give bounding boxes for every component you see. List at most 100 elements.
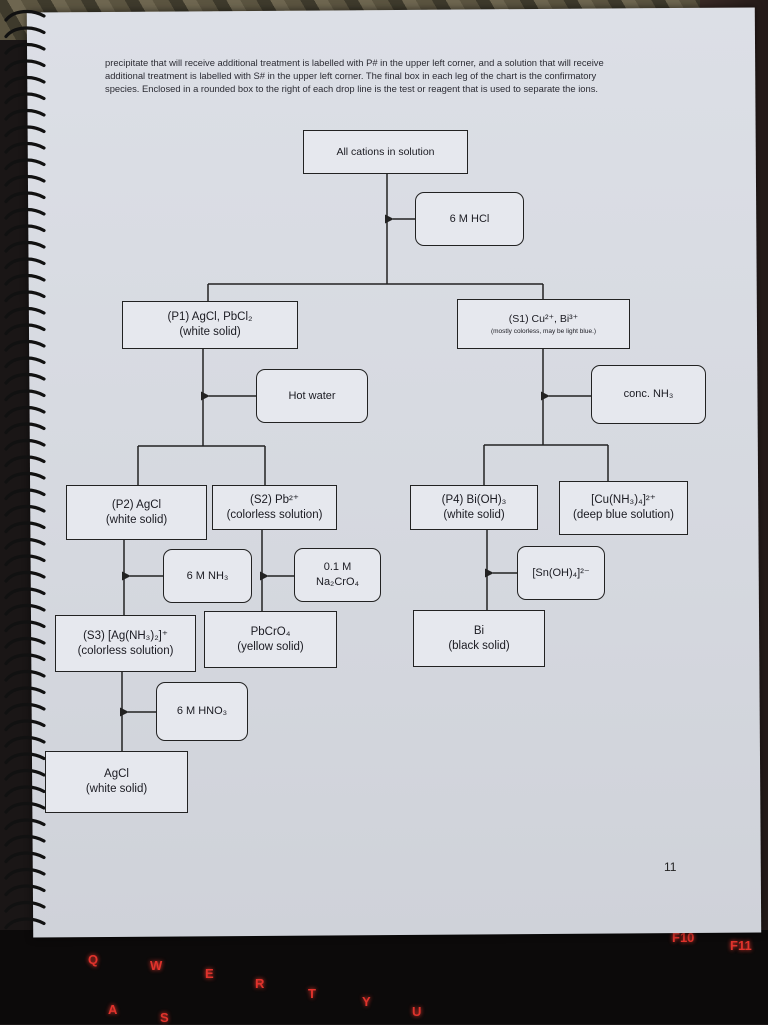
cu-complex-title: [Cu(NH₃)₄]²⁺ xyxy=(591,494,656,506)
p2-title: (P2) AgCl xyxy=(111,498,162,511)
spiral-ring xyxy=(4,702,46,715)
key-s: S xyxy=(160,1010,169,1025)
bi-state: (black solid) xyxy=(448,639,510,652)
reagent-na2cro4-conc: 0.1 M xyxy=(323,561,352,573)
spiral-ring xyxy=(4,768,46,781)
p2-box: (P2) AgCl (white solid) xyxy=(66,485,207,540)
reagent-hotwater-label: Hot water xyxy=(288,389,336,402)
spiral-ring xyxy=(4,801,46,814)
spiral-ring xyxy=(4,389,46,402)
spiral-ring xyxy=(4,92,46,105)
spiral-ring xyxy=(4,356,46,369)
s1-note: (mostly colorless, may be light blue.) xyxy=(490,328,597,335)
reagent-hno3: 6 M HNO₃ xyxy=(156,682,248,741)
s3-box: (S3) [Ag(NH₃)₂]⁺ (colorless solution) xyxy=(55,615,196,672)
reagent-nh3-conc-label: conc. NH₃ xyxy=(623,388,674,400)
reagent-hcl: 6 M HCl xyxy=(415,192,524,246)
spiral-ring xyxy=(4,224,46,237)
spiral-ring xyxy=(4,207,46,220)
reagent-nh3-6m-label: 6 M NH₃ xyxy=(186,569,229,582)
spiral-ring xyxy=(4,59,46,72)
spiral-ring xyxy=(4,867,46,880)
spiral-ring xyxy=(4,26,46,39)
s2-title: (S2) Pb²⁺ xyxy=(250,493,299,506)
reagent-hno3-label: 6 M HNO₃ xyxy=(176,705,228,717)
reagent-nh3-6m: 6 M NH₃ xyxy=(163,549,252,603)
spiral-ring xyxy=(4,488,46,501)
s3-state: (colorless solution) xyxy=(77,644,174,657)
spiral-ring xyxy=(4,125,46,138)
spiral-ring xyxy=(4,273,46,286)
reagent-na2cro4: 0.1 M Na₂CrO₄ xyxy=(294,548,381,602)
spiral-ring xyxy=(4,372,46,385)
spiral-ring xyxy=(4,785,46,798)
pbcro4-box: PbCrO₄ (yellow solid) xyxy=(204,611,337,668)
p4-state: (white solid) xyxy=(443,508,505,521)
spiral-ring xyxy=(4,554,46,567)
reagent-na2cro4-formula: Na₂CrO₄ xyxy=(316,576,359,588)
spiral-ring xyxy=(4,9,46,22)
reagent-hcl-label: 6 M HCl xyxy=(449,212,490,225)
spiral-ring xyxy=(4,42,46,55)
spiral-ring xyxy=(4,158,46,171)
p1-title: (P1) AgCl, PbCl₂ xyxy=(167,311,253,323)
spiral-ring xyxy=(4,587,46,600)
spiral-ring xyxy=(4,752,46,765)
spiral-ring xyxy=(4,174,46,187)
spiral-ring xyxy=(4,257,46,270)
key-e: E xyxy=(205,966,214,981)
spiral-ring xyxy=(4,917,46,930)
key-t: T xyxy=(308,986,316,1001)
bi-title: Bi xyxy=(473,624,485,637)
spiral-binding xyxy=(4,9,46,930)
spiral-ring xyxy=(4,306,46,319)
key-w: W xyxy=(150,958,163,973)
s2-box: (S2) Pb²⁺ (colorless solution) xyxy=(212,485,337,530)
spiral-ring xyxy=(4,240,46,253)
spiral-ring xyxy=(4,884,46,897)
s1-title: (S1) Cu²⁺, Bi³⁺ xyxy=(508,313,579,325)
key-f10: F10 xyxy=(672,930,695,945)
cu-complex-box: [Cu(NH₃)₄]²⁺ (deep blue solution) xyxy=(559,481,688,535)
agcl-final-state: (white solid) xyxy=(85,783,148,795)
p1-state: (white solid) xyxy=(179,326,241,338)
key-a: A xyxy=(108,1002,118,1017)
spiral-ring xyxy=(4,323,46,336)
root-label: All cations in solution xyxy=(336,145,435,158)
s2-state: (colorless solution) xyxy=(226,508,323,521)
spiral-ring xyxy=(4,603,46,616)
reagent-hotwater: Hot water xyxy=(256,369,368,423)
spiral-ring xyxy=(4,191,46,204)
s1-box: (S1) Cu²⁺, Bi³⁺ (mostly colorless, may b… xyxy=(457,299,630,349)
spiral-ring xyxy=(4,108,46,121)
spiral-ring xyxy=(4,75,46,88)
spiral-ring xyxy=(4,141,46,154)
p2-state: (white solid) xyxy=(105,513,168,526)
spiral-ring xyxy=(4,422,46,435)
pbcro4-state: (yellow solid) xyxy=(237,640,304,653)
key-u: U xyxy=(412,1004,422,1019)
spiral-ring xyxy=(4,818,46,831)
spiral-ring xyxy=(4,504,46,517)
spiral-ring xyxy=(4,339,46,352)
spiral-ring xyxy=(4,851,46,864)
spiral-ring xyxy=(4,620,46,633)
spiral-ring xyxy=(4,636,46,649)
spiral-ring xyxy=(4,521,46,534)
spiral-ring xyxy=(4,438,46,451)
spiral-ring xyxy=(4,669,46,682)
key-f11: F11 xyxy=(730,938,752,953)
cu-complex-state: (deep blue solution) xyxy=(572,509,674,521)
page-number: 11 xyxy=(664,860,677,874)
spiral-ring xyxy=(4,653,46,666)
spiral-ring xyxy=(4,900,46,913)
spiral-ring xyxy=(4,834,46,847)
spiral-ring xyxy=(4,719,46,732)
p4-title: (P4) Bi(OH)₃ xyxy=(441,493,507,506)
spiral-ring xyxy=(4,290,46,303)
p1-box: (P1) AgCl, PbCl₂ (white solid) xyxy=(122,301,298,349)
spiral-ring xyxy=(4,537,46,550)
key-r: R xyxy=(255,976,265,991)
agcl-final-title: AgCl xyxy=(104,768,129,780)
reagent-snoh4-label: [Sn(OH)₄]²⁻ xyxy=(532,566,590,579)
